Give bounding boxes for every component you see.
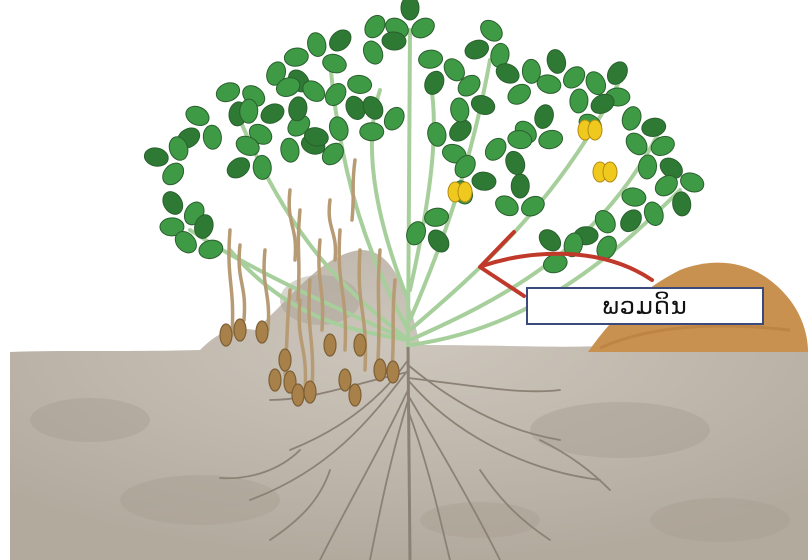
leaf-cluster (209, 77, 271, 130)
leaf (469, 92, 498, 117)
leaf (183, 103, 212, 129)
label-text: ພວມດິນ (602, 292, 687, 320)
leaf (197, 238, 225, 261)
leaf (159, 188, 187, 218)
pod (304, 381, 316, 403)
pod (324, 334, 336, 356)
leaf (252, 155, 272, 180)
leaf (380, 104, 408, 134)
leaf (471, 171, 496, 191)
flower (593, 162, 617, 182)
leaf (325, 26, 355, 56)
leaf (619, 104, 644, 133)
leaf (213, 79, 242, 105)
peg (352, 160, 355, 220)
leaf-cluster (492, 174, 549, 221)
leaf-cluster (168, 207, 234, 266)
leaf (401, 0, 419, 20)
pod (256, 321, 268, 343)
flower (578, 120, 602, 140)
leaf (502, 148, 528, 177)
leaf (327, 115, 351, 143)
leaf (640, 116, 667, 138)
leaf (202, 124, 222, 149)
pod (387, 361, 399, 383)
leaf (418, 49, 444, 69)
leaf (535, 225, 565, 255)
pod (349, 384, 361, 406)
pod (374, 359, 386, 381)
leaf (223, 154, 253, 182)
pod (292, 384, 304, 406)
flower-petal (603, 162, 617, 182)
leaf (426, 121, 449, 148)
peg (298, 210, 300, 300)
pod (339, 369, 351, 391)
pod (279, 349, 291, 371)
leaf (360, 123, 384, 141)
pod (234, 319, 246, 341)
leaf (143, 146, 170, 169)
peg (229, 230, 233, 335)
pod (220, 324, 232, 346)
pod (354, 334, 366, 356)
peg (264, 250, 269, 330)
leaf (279, 137, 301, 164)
leaf (616, 206, 645, 236)
leaf (283, 46, 310, 68)
leaf (532, 103, 556, 131)
leaf (511, 174, 529, 198)
flower-petal (588, 120, 602, 140)
stem (410, 80, 434, 290)
leaf (603, 58, 631, 88)
leaf (359, 93, 387, 123)
peg (239, 245, 244, 320)
peg (329, 200, 335, 260)
leaf (537, 128, 564, 151)
flower-petal (458, 182, 472, 202)
flower (448, 182, 472, 202)
leaf (449, 97, 471, 124)
leaf (569, 88, 589, 113)
leaf (305, 31, 328, 58)
leaf (462, 37, 491, 62)
leaf (347, 74, 373, 95)
peg (378, 250, 380, 360)
leaf (545, 48, 569, 76)
pod (269, 369, 281, 391)
leaf (637, 154, 657, 180)
leaf (421, 68, 447, 97)
leaf (320, 51, 348, 75)
leaf (504, 80, 534, 108)
label-box: ພວມດິນ (526, 287, 764, 325)
leaf (424, 226, 453, 256)
